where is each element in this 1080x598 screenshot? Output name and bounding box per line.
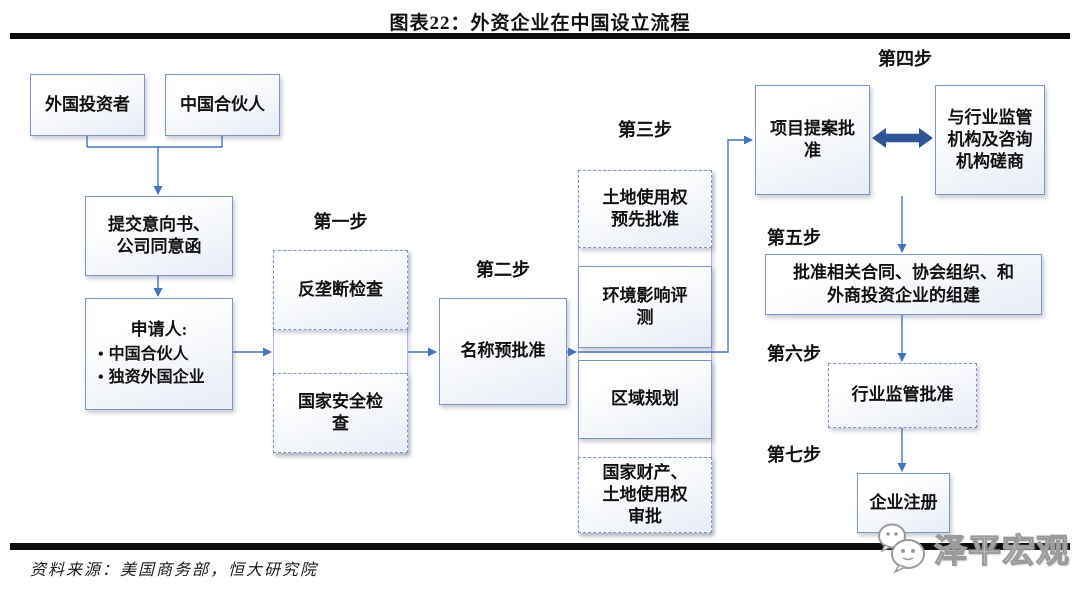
bottom-divider — [10, 543, 1070, 550]
foreign-investor-box: 外国投资者 — [30, 74, 145, 136]
foreign-investor-label: 外国投资者 — [45, 94, 130, 114]
applicant-item-1-label: 中国合伙人 — [108, 345, 189, 363]
step4-label: 第四步 — [878, 49, 932, 69]
chat-bubbles-icon — [878, 523, 925, 574]
step2-label: 第二步 — [476, 260, 530, 280]
watermark: 泽平宏观 — [868, 521, 1070, 575]
connector-step3-step4 — [578, 135, 753, 353]
enterprise-registration-box: 企业注册 — [857, 473, 950, 533]
bullet-icon: • — [98, 345, 104, 363]
anti-monopoly-review-box: 反垄断检查 — [273, 250, 408, 330]
letter-of-intent-label: 提交意向书、 公司同意函 — [108, 214, 210, 256]
applicant-item-2-label: 独资外国企业 — [108, 369, 205, 387]
applicant-item-1: • 中国合伙人 — [92, 343, 189, 366]
contracts-approval-label: 批准相关合同、协会组织、和 外商投资企业的组建 — [793, 263, 1014, 305]
step6-label: 第六步 — [767, 344, 821, 364]
land-use-preapproval-box: 土地使用权 预先批准 — [578, 170, 712, 248]
national-security-review-label: 国家安全检 查 — [298, 391, 383, 433]
state-property-approval-label: 国家财产、 土地使用权 审批 — [602, 462, 688, 527]
environmental-assessment-label: 环境影响评 测 — [602, 285, 688, 327]
name-preapproval-box: 名称预批准 — [439, 298, 567, 405]
applicant-item-2: • 独资外国企业 — [92, 366, 205, 389]
figure-title: 图表22：外资企业在中国设立流程 — [389, 13, 691, 34]
state-property-approval-box: 国家财产、 土地使用权 审批 — [578, 457, 712, 533]
step1-label: 第一步 — [313, 212, 368, 232]
double-headed-arrow — [872, 128, 933, 148]
top-divider — [10, 33, 1070, 39]
name-preapproval-label: 名称预批准 — [460, 341, 546, 361]
regional-planning-box: 区域规划 — [578, 360, 712, 439]
applicant-heading: 申请人: — [130, 319, 188, 339]
anti-monopoly-review-label: 反垄断检查 — [298, 279, 383, 299]
regulator-consultation-label: 与行业监管 机构及咨询 机构磋商 — [947, 107, 1033, 172]
land-use-preapproval-label: 土地使用权 预先批准 — [602, 187, 688, 229]
enterprise-registration-label: 企业注册 — [869, 492, 938, 512]
step5-label: 第五步 — [767, 228, 821, 248]
environmental-assessment-box: 环境影响评 测 — [578, 266, 712, 348]
watermark-text: 泽平宏观 — [933, 531, 1070, 569]
national-security-review-box: 国家安全检 查 — [273, 373, 408, 453]
industry-regulatory-approval-label: 行业监管批准 — [851, 385, 954, 405]
step7-label: 第七步 — [767, 445, 821, 465]
bullet-icon: • — [98, 369, 104, 387]
project-proposal-approval-box: 项目提案批 准 — [755, 85, 870, 195]
project-proposal-approval-label: 项目提案批 准 — [770, 118, 855, 160]
merge-connector — [86, 136, 223, 148]
chinese-partner-label: 中国合伙人 — [180, 94, 265, 114]
applicant-box: 申请人: • 中国合伙人 • 独资外国企业 — [85, 298, 233, 410]
source-note: 资料来源：美国商务部，恒大研究院 — [30, 562, 319, 579]
letter-of-intent-box: 提交意向书、 公司同意函 — [85, 196, 233, 276]
contracts-approval-box: 批准相关合同、协会组织、和 外商投资企业的组建 — [765, 254, 1042, 315]
regulator-consultation-box: 与行业监管 机构及咨询 机构磋商 — [935, 85, 1045, 195]
regional-planning-label: 区域规划 — [611, 389, 679, 409]
industry-regulatory-approval-box: 行业监管批准 — [828, 363, 977, 428]
step3-label: 第三步 — [618, 120, 672, 140]
chinese-partner-box: 中国合伙人 — [165, 74, 280, 136]
